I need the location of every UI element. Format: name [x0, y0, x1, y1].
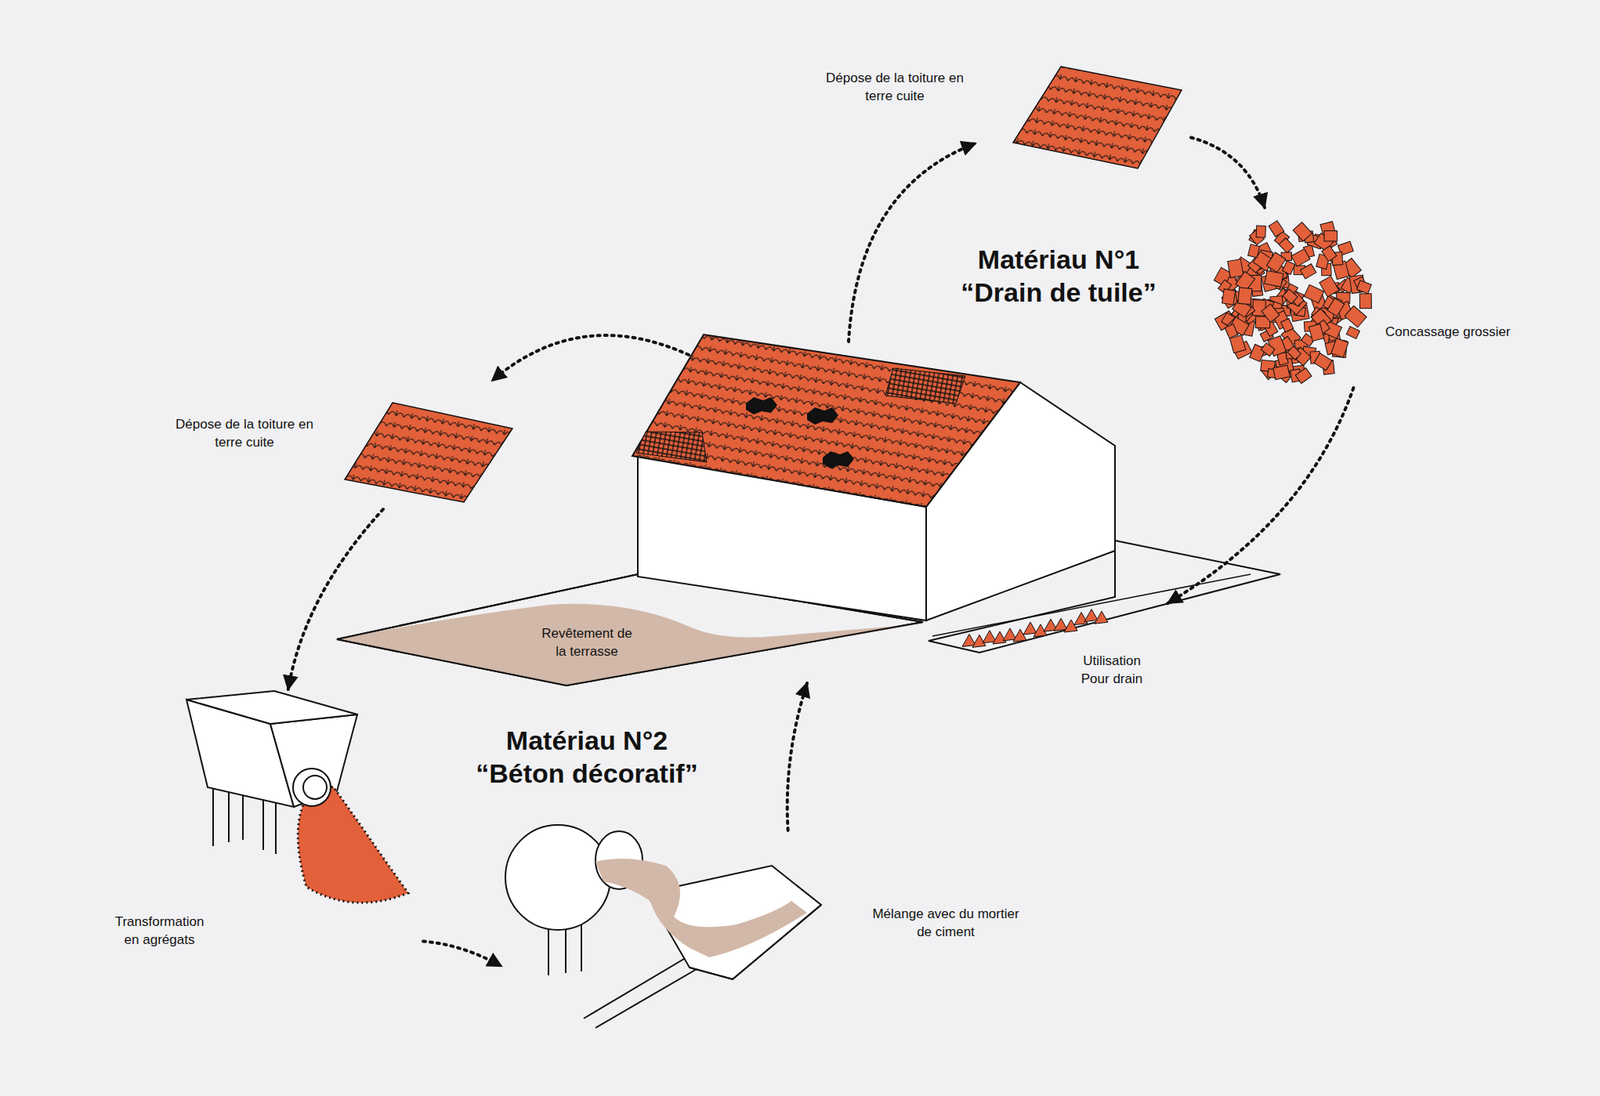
material-heading: Matériau N°1: [977, 242, 1140, 276]
tile-fragment: [1229, 335, 1246, 354]
flow-arrow: [848, 143, 976, 342]
step-group: Mélange avec du mortier de ciment: [501, 830, 1043, 1031]
roof-damage: [885, 368, 966, 404]
step-group: Dépose de la toiture en terre cuite: [164, 395, 518, 510]
tile-patch: [1013, 66, 1182, 169]
roof-damage: [636, 431, 707, 463]
tile-fragment: [1264, 270, 1284, 287]
tile-fragment: [1287, 346, 1301, 360]
step-group: Transformation en agrégats: [94, 689, 424, 953]
crushed-tiles: [1213, 220, 1372, 384]
tile-fragment: [1344, 305, 1367, 328]
crusher-machine: [186, 691, 409, 903]
step-caption: Dépose de la toiture en terre cuite: [173, 415, 315, 452]
tile-fragment: [1094, 611, 1108, 624]
step-caption: Dépose de la toiture en terre cuite: [824, 68, 966, 105]
tile-fragment: [1248, 244, 1260, 258]
tile-fragment: [1356, 280, 1372, 294]
tile-fragment: [1238, 287, 1253, 305]
step-caption: Revêtement de la terrasse: [539, 624, 634, 661]
tile-fragment: [992, 631, 1007, 645]
terrace-coating: [336, 604, 917, 686]
flow-arrow: [492, 335, 689, 381]
roof-hole: [807, 407, 839, 425]
tile-fragment: [1331, 338, 1349, 358]
roof: [632, 334, 1021, 507]
tile-fragment: [1281, 318, 1294, 334]
tile-fragment: [1053, 618, 1068, 631]
roof-hole: [745, 397, 778, 415]
step-caption: Mélange avec du mortier de ciment: [867, 904, 1025, 942]
tile-fragment: [1308, 323, 1324, 341]
flow-arrow: [288, 509, 384, 690]
roof-hole: [822, 451, 855, 469]
tile-fragment: [1282, 289, 1298, 305]
tile-fragment: [1013, 629, 1027, 642]
tile-fragment: [1023, 622, 1037, 635]
tile-patch: [344, 402, 513, 503]
drain-fragments: [962, 609, 1108, 648]
step-caption: Utilisation Pour drain: [1068, 651, 1155, 688]
tile-fragment: [1222, 289, 1236, 305]
material-name: “Béton décoratif”: [475, 756, 698, 790]
tile-fragment: [1002, 628, 1017, 641]
tile-fragment: [1273, 365, 1290, 381]
tile-fragment: [1256, 225, 1266, 238]
flow-arrow: [1167, 387, 1354, 604]
concrete-mixer: [505, 825, 822, 1029]
flow-arrow: [787, 683, 808, 831]
step-caption: Transformation en agrégats: [110, 912, 209, 949]
flow-arrow: [423, 941, 502, 967]
tile-fragment: [1224, 324, 1238, 339]
tile-fragment: [1064, 619, 1078, 633]
tile-fragment: [1227, 259, 1244, 279]
tile-fragment: [1327, 297, 1345, 316]
tile-fragment: [1324, 231, 1338, 242]
tile-fragment: [1074, 612, 1088, 626]
tile-fragment: [1268, 220, 1285, 238]
step-caption: Concassage grossier: [1385, 322, 1511, 341]
tile-fragment: [1303, 284, 1324, 303]
step-group: Utilisation Pour drain: [940, 603, 1286, 692]
material-name: “Drain de tuile”: [960, 275, 1156, 309]
tile-fragment: [1261, 304, 1280, 323]
step-group: Dépose de la toiture en terre cuite: [814, 58, 1191, 177]
step-group: Revêtement de la terrasse: [336, 575, 925, 684]
tile-fragment: [1299, 264, 1316, 279]
step-group: Concassage grossier: [1198, 207, 1528, 388]
tile-fragment: [1278, 238, 1294, 254]
material-heading: Matériau N°2: [506, 723, 668, 757]
tile-fragment: [1084, 609, 1098, 623]
tile-fragment: [1346, 326, 1360, 340]
tile-fragment: [1321, 246, 1337, 262]
tile-fragment: [1314, 353, 1333, 371]
tile-fragment: [1359, 293, 1372, 309]
flow-arrow: [1190, 137, 1265, 209]
tile-fragment: [1292, 221, 1312, 242]
tile-fragment: [1282, 260, 1296, 276]
tile-fragment: [1295, 368, 1312, 384]
tile-fragment: [1260, 343, 1275, 357]
